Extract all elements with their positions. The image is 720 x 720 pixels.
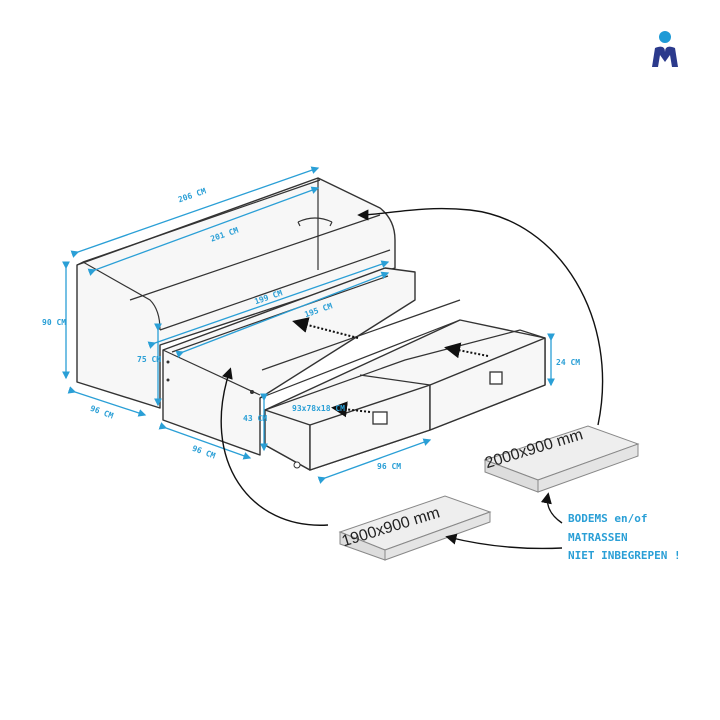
dim-drawer-inner: 93x78x18 CM [292,404,345,413]
dim-pullout-depth: 96 CM [191,444,217,461]
dim-total-height: 90 CM [42,318,66,327]
note-line-2: MATRASSEN [568,531,628,544]
slide-arrow [444,342,489,359]
curved-arrow [357,207,604,426]
note-arrow [445,533,563,550]
slide-arrow [331,401,371,418]
dimension-lines [62,166,555,484]
drawer-handle [489,371,503,385]
note-arrow [540,492,563,524]
mattress-upper [483,425,640,493]
brand-logo [652,31,678,67]
dim-total-length: 206 CM [177,186,207,204]
curved-arrow [220,367,329,526]
mattress-lower [338,495,492,561]
dim-pullout-height: 43 CM [243,414,267,423]
dim-bed-height: 75 CM [137,355,161,364]
note-line-1: BODEMS en/of [568,512,647,525]
dim-drawer-depth: 96 CM [377,462,401,471]
dim-depth: 96 CM [89,404,115,421]
drawer-handle [372,411,388,425]
note-line-3: NIET INBEGREPEN ! [568,549,681,562]
dim-drawer-height: 24 CM [556,358,580,367]
